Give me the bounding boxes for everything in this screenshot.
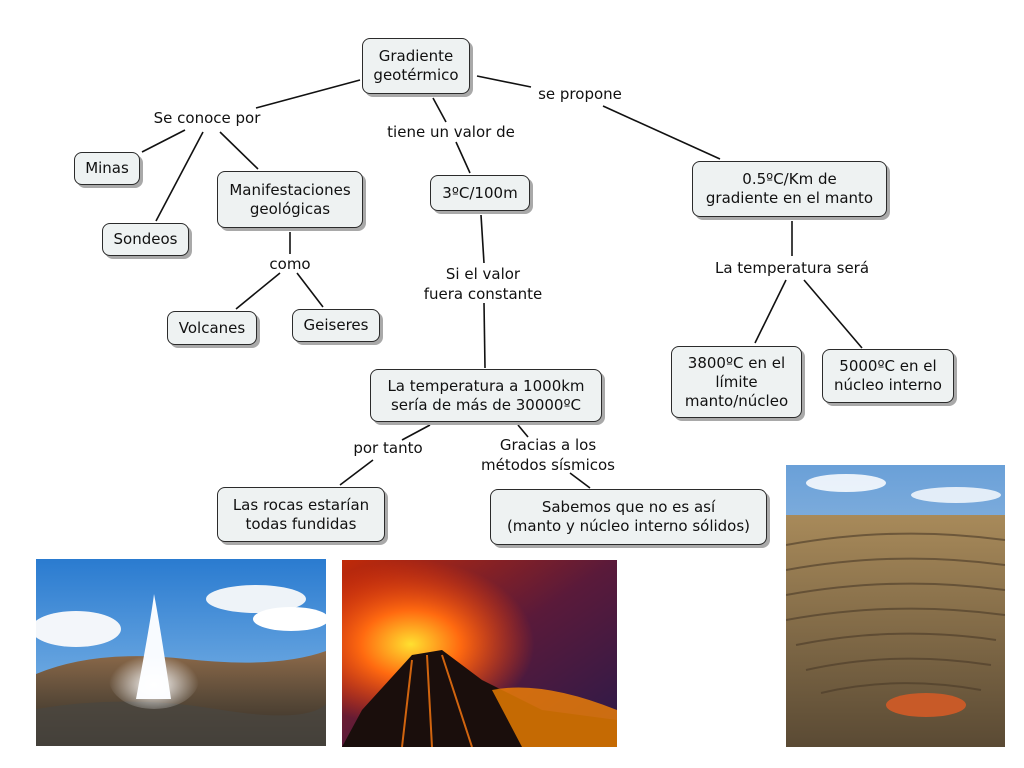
link-si-el-valor: Si el valor fuera constante xyxy=(423,265,543,303)
node-gradiente-manto[interactable]: 0.5ºC/Km de gradiente en el manto xyxy=(692,161,887,217)
edge-seconoce-sondeos xyxy=(155,131,204,222)
edge-si-temp xyxy=(483,302,486,369)
link-la-temperatura-sera: La temperatura será xyxy=(714,259,870,277)
edge-portanto-rocas xyxy=(339,459,374,486)
node-nucleo-interno[interactable]: 5000ºC en el núcleo interno xyxy=(822,349,954,403)
link-gracias-metodos-sismicos: Gracias a los métodos sísmicos xyxy=(481,436,615,474)
node-temperatura-1000km[interactable]: La temperatura a 1000km sería de más de … xyxy=(370,369,602,422)
node-minas[interactable]: Minas xyxy=(74,152,140,185)
edge-seconoce-minas xyxy=(141,129,186,153)
link-tiene-un-valor-de: tiene un valor de xyxy=(387,123,515,141)
edge-seconoce-manif xyxy=(219,131,259,170)
link-por-tanto: por tanto xyxy=(353,439,423,457)
node-geiseres[interactable]: Geiseres xyxy=(292,309,380,342)
link-como: como xyxy=(269,255,311,273)
node-valor-3c-100m[interactable]: 3ºC/100m xyxy=(430,175,530,211)
edge-root-tiene xyxy=(432,97,447,123)
edge-sera-limite xyxy=(754,279,787,344)
edge-tiene-valor xyxy=(455,141,471,174)
link-se-conoce-por: Se conoce por xyxy=(153,109,261,127)
node-rocas-fundidas[interactable]: Las rocas estarían todas fundidas xyxy=(217,487,385,542)
edge-root-seconoce xyxy=(255,79,361,109)
node-volcanes[interactable]: Volcanes xyxy=(167,311,257,345)
node-sondeos[interactable]: Sondeos xyxy=(102,223,189,256)
edge-sera-nucleo xyxy=(803,279,863,349)
geyser-photo xyxy=(36,559,326,746)
volcano-photo xyxy=(342,560,617,747)
edge-root-propone xyxy=(476,75,532,88)
node-limite-manto-nucleo[interactable]: 3800ºC en el límite manto/núcleo xyxy=(671,346,802,418)
edge-como-volcanes xyxy=(235,272,281,310)
edge-temp-portanto xyxy=(401,424,431,441)
node-sabemos-no-es-asi[interactable]: Sabemos que no es así (manto y núcleo in… xyxy=(490,489,767,545)
node-gradiente-geotermico[interactable]: Gradiente geotérmico xyxy=(362,38,470,94)
link-se-propone: se propone xyxy=(538,85,622,103)
node-manifestaciones-geologicas[interactable]: Manifestaciones geológicas xyxy=(217,171,363,228)
edge-valor-si xyxy=(480,214,485,264)
edge-propone-grad xyxy=(602,105,721,160)
edge-temp-gracias xyxy=(517,424,529,438)
open-pit-mine-photo xyxy=(786,465,1005,747)
edge-como-geiseres xyxy=(296,272,324,308)
edge-gracias-sabemos xyxy=(569,472,591,489)
